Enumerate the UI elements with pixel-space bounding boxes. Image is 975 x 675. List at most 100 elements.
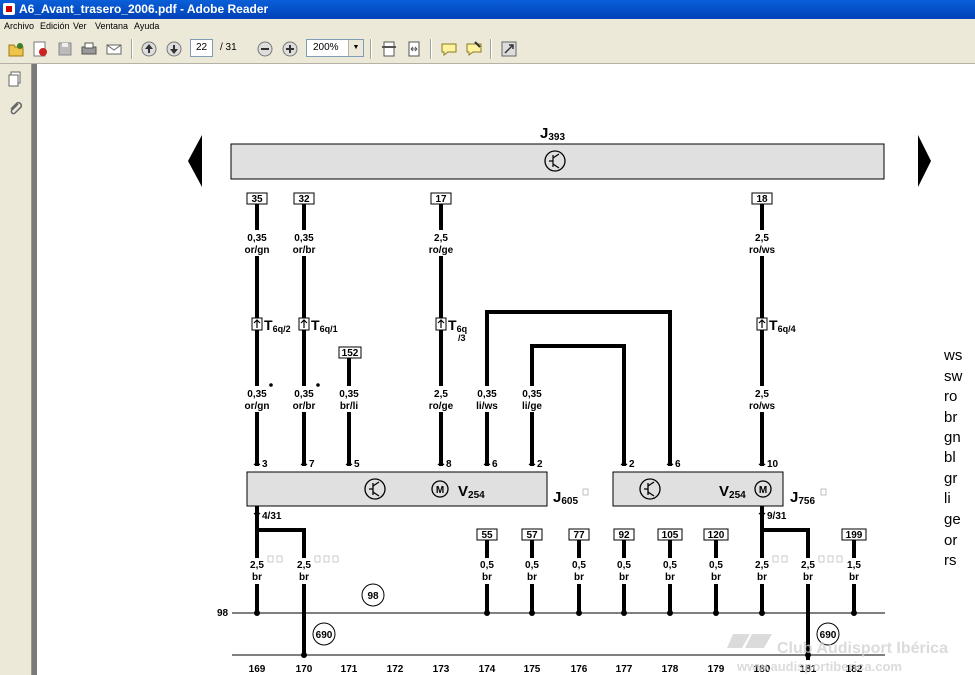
page-count: / 31 — [220, 42, 237, 53]
open-icon[interactable] — [7, 40, 25, 58]
connector-number: 55 — [481, 530, 493, 541]
svg-text:M: M — [759, 485, 767, 496]
wire-size: 2,5 — [755, 389, 769, 400]
ground-point-98 — [361, 583, 385, 607]
navigation-panel — [0, 64, 32, 675]
comment-icon[interactable] — [440, 40, 458, 58]
wire-color: br — [665, 572, 675, 583]
menu-ventana[interactable]: Ventana — [95, 21, 129, 31]
wire-color: br — [619, 572, 629, 583]
menu-ver[interactable]: Ver — [73, 21, 87, 31]
wire-size: 0,5 — [617, 560, 631, 571]
wire-color: li/ge — [522, 401, 542, 412]
panel-splitter[interactable] — [32, 64, 37, 675]
wire-color: br — [711, 572, 721, 583]
legend-item: gn — [944, 429, 961, 446]
wire-size: 0,35 — [247, 233, 267, 244]
connector-label: T6q/1 — [311, 317, 338, 334]
pages-icon[interactable] — [6, 70, 24, 88]
wire-size: 2,5 — [250, 560, 264, 571]
next-page-arrow-icon[interactable] — [918, 135, 931, 187]
document-view[interactable]: J393 35 32 17 18 152 — [37, 64, 975, 675]
zoom-select[interactable]: 200% ▼ — [306, 39, 364, 57]
attachments-icon[interactable] — [6, 100, 24, 118]
ground-pin: 9/31 — [767, 511, 787, 522]
window-title: A6_Avant_trasero_2006.pdf - Adobe Reader — [19, 2, 269, 16]
legend-item: ge — [944, 511, 961, 528]
connector-number: 35 — [251, 194, 263, 205]
wire-size: 0,35 — [477, 389, 497, 400]
connector-label: T6q/4 — [769, 317, 796, 334]
page-number-input[interactable]: 22 — [190, 39, 213, 57]
fit-width-icon[interactable] — [405, 40, 423, 58]
next-page-icon[interactable] — [165, 40, 183, 58]
wire-size: 2,5 — [434, 233, 448, 244]
connector-number: 32 — [298, 194, 310, 205]
pin-number: 5 — [354, 459, 360, 470]
control-unit-j605 — [246, 471, 548, 507]
track-number: 177 — [616, 664, 633, 675]
track-number: 169 — [249, 664, 266, 675]
connector-label: T6q — [448, 317, 467, 334]
zoom-in-icon[interactable] — [281, 40, 299, 58]
email-icon[interactable] — [105, 40, 123, 58]
wire-color: or/gn — [245, 245, 270, 256]
wire-size: 2,5 — [755, 560, 769, 571]
previous-page-icon[interactable] — [140, 40, 158, 58]
create-pdf-icon[interactable] — [31, 40, 49, 58]
wire-size: 0,35 — [522, 389, 542, 400]
motor-icon — [754, 480, 772, 498]
wire-color: ro/ge — [429, 245, 454, 256]
legend-item: or — [944, 532, 957, 549]
ground-bus-label: 98 — [217, 608, 229, 619]
wire-color: br — [757, 572, 767, 583]
connector-number: 152 — [342, 348, 359, 359]
print-icon[interactable] — [80, 40, 98, 58]
connector-number: 92 — [618, 530, 630, 541]
ground-pin: 4/31 — [262, 511, 282, 522]
pin-number: 3 — [262, 459, 268, 470]
connector-number: 199 — [846, 530, 863, 541]
adobe-reader-icon — [3, 3, 15, 15]
annotate-icon[interactable] — [465, 40, 483, 58]
unit-label: J605 — [553, 489, 578, 507]
connector-number: 120 — [708, 530, 725, 541]
wiring-diagram: J393 35 32 17 18 152 — [188, 125, 963, 675]
motor-label: V254 — [719, 483, 746, 501]
chevron-down-icon[interactable]: ▼ — [348, 40, 363, 56]
track-number: 178 — [662, 664, 679, 675]
wire-size: 2,5 — [297, 560, 311, 571]
wire-size: 0,5 — [572, 560, 586, 571]
full-screen-icon[interactable] — [500, 40, 518, 58]
fit-page-icon[interactable] — [380, 40, 398, 58]
wire-color: br/li — [340, 401, 359, 412]
watermark: Club Audisport Ibérica www.audisportiber… — [727, 634, 948, 674]
wire-color: br — [299, 572, 309, 583]
connector-number: 18 — [756, 194, 768, 205]
wire-size: 0,35 — [339, 389, 359, 400]
ground-point-label: 690 — [820, 630, 837, 641]
menu-edicion[interactable]: Edición — [40, 21, 70, 31]
electronic-module-icon — [639, 478, 661, 500]
menu-archivo[interactable]: Archivo — [4, 21, 35, 31]
motor-label: V254 — [458, 483, 485, 501]
wire-size: 0,5 — [480, 560, 494, 571]
menu-ayuda[interactable]: Ayuda — [134, 21, 160, 31]
watermark-url: www.audisportiberica.com — [736, 659, 902, 674]
previous-page-arrow-icon[interactable] — [188, 135, 202, 187]
control-unit-j756 — [612, 471, 784, 507]
track-number: 176 — [571, 664, 588, 675]
track-number: 182 — [846, 664, 863, 675]
watermark-title: Club Audisport Ibérica — [777, 640, 948, 657]
svg-text:M: M — [436, 485, 444, 496]
pin-number: 10 — [767, 459, 779, 470]
save-icon[interactable] — [56, 40, 74, 58]
motor-icon — [431, 480, 449, 498]
unit-label: J756 — [790, 489, 815, 507]
wire-size: 0,5 — [525, 560, 539, 571]
zoom-out-icon[interactable] — [256, 40, 274, 58]
legend-item: sw — [944, 368, 963, 385]
wire-color: br — [803, 572, 813, 583]
toolbar — [0, 34, 975, 64]
track-number: 171 — [341, 664, 358, 675]
